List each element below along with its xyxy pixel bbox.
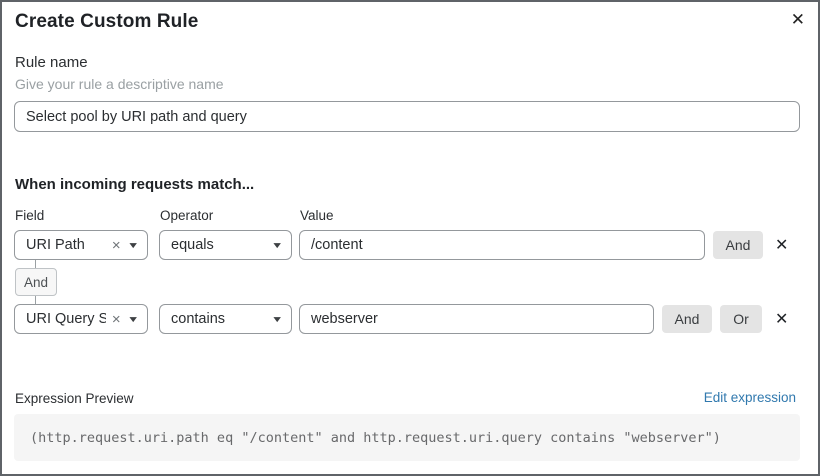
- value-input-row-1[interactable]: [299, 230, 705, 260]
- value-input-row-2[interactable]: [299, 304, 654, 334]
- and-button-row-2[interactable]: And: [662, 305, 712, 333]
- delete-row-icon[interactable]: ✕: [775, 237, 789, 254]
- operator-select-row-1-value: equals: [171, 237, 214, 253]
- operator-select-row-2[interactable]: contains ▼: [159, 304, 292, 334]
- and-button-row-1[interactable]: And: [713, 231, 763, 259]
- page-title: Create Custom Rule: [15, 11, 199, 32]
- matcher-heading: When incoming requests match...: [15, 176, 255, 193]
- operator-select-row-2-value: contains: [171, 311, 226, 327]
- chevron-down-icon: ▼: [126, 239, 140, 250]
- field-select-row-2-value: URI Query St...: [26, 311, 106, 327]
- delete-row-icon[interactable]: ✕: [775, 311, 789, 328]
- and-connector-badge: And: [15, 268, 57, 296]
- expression-preview-label: Expression Preview: [15, 391, 134, 406]
- column-label-operator: Operator: [160, 208, 214, 223]
- field-select-row-1[interactable]: URI Path × ▼: [14, 230, 148, 260]
- clear-icon[interactable]: ×: [111, 310, 121, 328]
- close-icon[interactable]: ✕: [790, 10, 805, 29]
- chevron-down-icon: ▼: [126, 313, 140, 324]
- field-select-row-2[interactable]: URI Query St... × ▼: [14, 304, 148, 334]
- rule-name-hint: Give your rule a descriptive name: [15, 76, 224, 92]
- field-select-row-1-value: URI Path: [26, 237, 85, 253]
- chevron-down-icon: ▼: [270, 239, 284, 250]
- expression-code-block: (http.request.uri.path eq "/content" and…: [14, 414, 800, 461]
- or-button-row-2[interactable]: Or: [720, 305, 762, 333]
- edit-expression-link[interactable]: Edit expression: [703, 390, 796, 405]
- rule-name-label: Rule name: [15, 54, 88, 71]
- column-label-field: Field: [15, 208, 45, 223]
- chevron-down-icon: ▼: [270, 313, 284, 324]
- operator-select-row-1[interactable]: equals ▼: [159, 230, 292, 260]
- clear-icon[interactable]: ×: [111, 236, 121, 254]
- expression-code-text: (http.request.uri.path eq "/content" and…: [30, 429, 721, 446]
- rule-name-input[interactable]: [14, 101, 800, 132]
- column-label-value: Value: [300, 208, 334, 223]
